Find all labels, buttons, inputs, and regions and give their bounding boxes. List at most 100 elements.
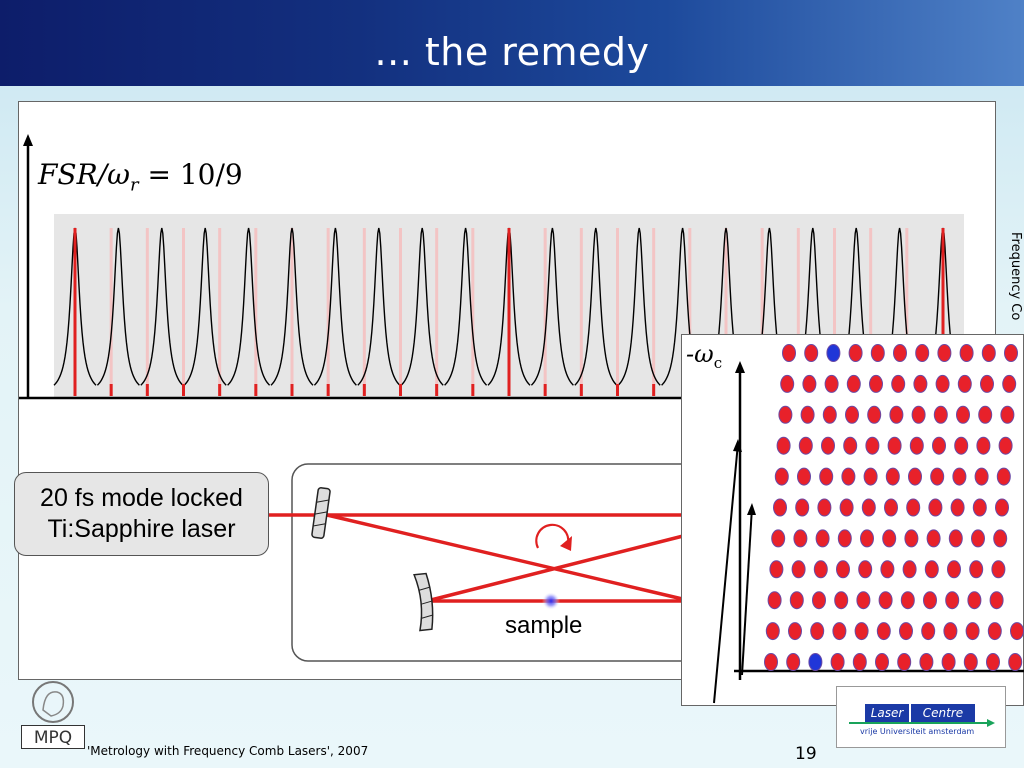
lattice-dot <box>900 591 915 610</box>
lattice-dot <box>848 344 863 362</box>
lattice-dot <box>891 374 906 393</box>
lattice-dot <box>908 467 922 486</box>
lattice-dot <box>880 560 895 579</box>
cavity-peak <box>183 227 227 386</box>
lattice-dot <box>981 344 996 362</box>
lattice-dot <box>991 560 1006 579</box>
lattice-dot <box>956 405 970 424</box>
lattice-dot <box>884 498 898 517</box>
lattice-dot <box>980 374 994 393</box>
cavity-peak <box>270 227 314 386</box>
inset-slanted-arrowhead-a <box>733 439 742 452</box>
lattice-dot <box>969 560 984 579</box>
lattice-dot-highlight <box>826 344 841 362</box>
lattice-dot <box>767 591 782 610</box>
lattice-dot <box>921 622 936 641</box>
lattice-dot <box>861 498 876 517</box>
rotation-arrow-icon <box>535 523 570 549</box>
cross-beam-up <box>426 532 692 603</box>
lattice-dot <box>950 498 965 517</box>
lattice-dot <box>789 591 804 610</box>
lattice-dot <box>878 591 893 610</box>
fsr-formula: FSR/ωr = 10/9 <box>38 158 243 196</box>
lattice-dot <box>909 436 924 455</box>
cross-beam-down <box>326 513 692 603</box>
lattice-dot <box>1008 653 1023 671</box>
lattice-dot <box>780 374 795 393</box>
lattice-dot <box>813 560 828 579</box>
lattice-dot <box>832 622 847 641</box>
laser-centre-centre-text: Centre <box>911 704 975 722</box>
lattice-dot <box>1000 405 1015 424</box>
lattice-dot <box>987 622 1002 641</box>
lattice-dot <box>797 467 811 486</box>
lattice-dot <box>915 344 930 362</box>
lattice-dot <box>887 436 902 455</box>
lattice-dot <box>778 405 793 424</box>
formula-lhs: FSR/ω <box>38 158 130 191</box>
lattice-dot <box>834 591 849 610</box>
formula-subscript: r <box>129 174 139 196</box>
lattice-dot <box>932 436 946 455</box>
sample-label: sample <box>505 612 583 639</box>
lattice-dot-highlight <box>808 653 823 671</box>
lattice-dot <box>815 529 830 548</box>
lattice-dots <box>764 344 1024 671</box>
lattice-dot <box>804 344 819 362</box>
sample-glow <box>542 592 560 610</box>
laser-centre-arrow-icon <box>849 719 995 727</box>
laser-label-line1: 20 fs mode locked <box>40 484 243 512</box>
lattice-dot <box>998 436 1013 455</box>
lattice-dot <box>830 653 845 671</box>
lattice-dot <box>996 467 1011 486</box>
lattice-dot <box>926 529 941 548</box>
lattice-dot <box>941 653 956 671</box>
lattice-dot <box>867 405 882 424</box>
lattice-dot <box>913 374 928 393</box>
lattice-dot <box>993 529 1008 548</box>
lattice-dot <box>776 436 791 455</box>
lattice-dot <box>765 622 780 641</box>
lattice-dot <box>854 622 869 641</box>
lattice-dot <box>945 591 960 610</box>
lattice-dot <box>846 374 861 393</box>
lattice-dot <box>786 653 801 671</box>
inset-slanted-line-b <box>741 506 753 676</box>
vu-amsterdam-text: vrije Universiteit amsterdam <box>860 727 975 736</box>
lattice-dot <box>782 344 796 362</box>
cavity-peak <box>617 227 661 386</box>
lattice-dot <box>836 560 850 579</box>
lattice-dot <box>1002 374 1017 393</box>
lattice-dot <box>774 467 789 486</box>
lattice-dot <box>839 498 854 517</box>
lattice-dot <box>819 467 834 486</box>
lattice-dot <box>843 436 858 455</box>
lattice-dot <box>773 498 787 517</box>
lattice-dot <box>810 622 825 641</box>
inset-slanted-arrowhead-b <box>747 503 756 515</box>
lattice-dot <box>860 529 874 548</box>
lattice-dot <box>764 653 778 671</box>
lattice-dot <box>976 436 991 455</box>
lattice-dot <box>947 560 961 579</box>
lattice-dot <box>869 374 883 393</box>
cavity-peak <box>96 227 140 386</box>
cavity-peak <box>140 227 184 386</box>
lattice-dot <box>822 405 837 424</box>
cavity-peak <box>400 227 444 386</box>
lattice-dot <box>882 529 897 548</box>
lattice-dot <box>870 344 885 362</box>
lattice-dot <box>972 498 987 517</box>
lattice-dot <box>995 498 1009 517</box>
lattice-dot <box>967 591 982 610</box>
lattice-dot <box>904 529 919 548</box>
lattice-dot <box>933 405 948 424</box>
lattice-dot <box>802 374 817 393</box>
omega-c-label: -ωc <box>686 340 722 372</box>
lattice-dot <box>928 498 943 517</box>
lattice-dot <box>845 405 859 424</box>
lattice-dot <box>930 467 945 486</box>
title-bar <box>0 0 1024 86</box>
lattice-dot <box>935 374 950 393</box>
cavity-peak <box>574 227 618 386</box>
